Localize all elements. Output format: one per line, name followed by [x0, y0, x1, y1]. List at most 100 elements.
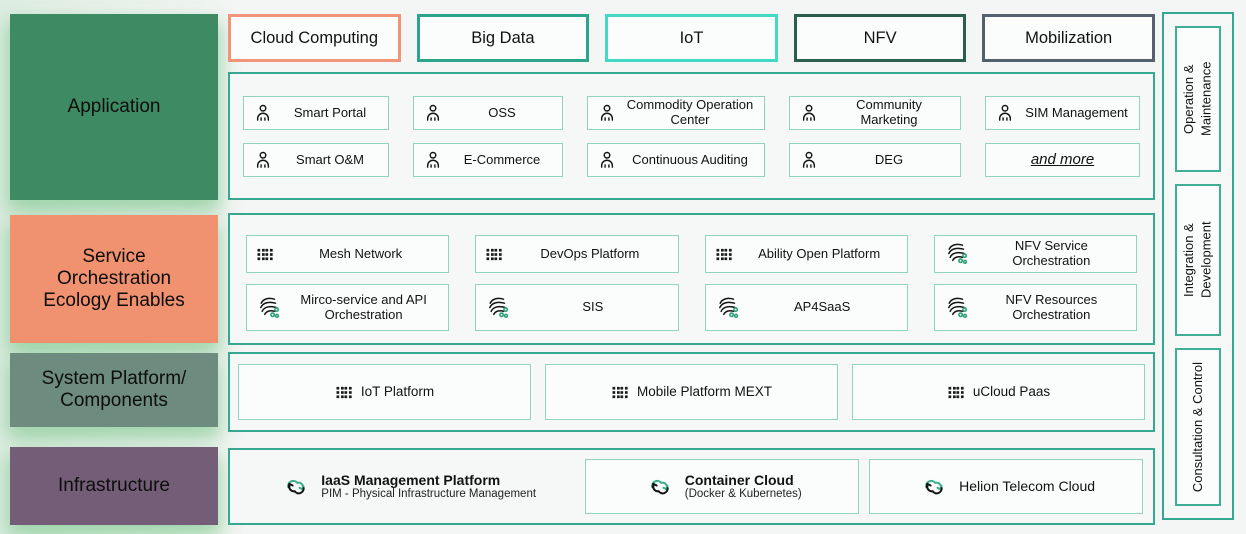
category-label: NFV	[863, 28, 897, 47]
person-icon	[597, 150, 617, 170]
app-item-continuous-auditing: Continuous Auditing	[587, 143, 765, 177]
layer-label-text: Application	[67, 96, 161, 117]
layer-label-system-platform: System Platform/ Components	[10, 353, 218, 427]
layer-label-infrastructure: Infrastructure	[10, 447, 218, 525]
grid-icon	[485, 247, 503, 262]
app-item-smart-portal: Smart Portal	[243, 96, 389, 130]
svc-item-nfv-service-orchestration: NFV Service Orchestration	[933, 235, 1137, 273]
swirl-icon	[715, 296, 739, 320]
inf-item-text: Helion Telecom Cloud	[959, 478, 1095, 494]
swirl-icon	[944, 242, 968, 266]
sys-item-label: Mobile Platform MEXT	[636, 384, 773, 400]
sys-item-iot-platform: IoT Platform	[238, 364, 531, 420]
sidebar-operation-maintenance: Operation & Maintenance	[1175, 26, 1221, 172]
app-item-sim-management: SIM Management	[985, 96, 1140, 130]
grid-icon	[611, 385, 629, 400]
app-item-commodity-operation-center: Commodity Operation Center	[587, 96, 765, 130]
category-label: IoT	[679, 28, 704, 47]
inf-item-text: Container Cloud (Docker & Kubernetes)	[685, 472, 802, 501]
person-icon	[253, 103, 273, 123]
service-orchestration-layer-box: Mesh Network DevOps Platform Ability Ope…	[228, 213, 1155, 345]
svc-item-label: DevOps Platform	[540, 245, 640, 261]
app-item-label: Smart O&M	[296, 151, 364, 167]
grid-icon	[715, 247, 733, 262]
grid-icon	[947, 385, 965, 400]
grid-icon	[335, 385, 353, 400]
sys-item-label: uCloud Paas	[972, 384, 1051, 400]
category-iot: IoT	[605, 14, 778, 62]
cloud-refresh-icon	[643, 473, 677, 500]
grid-icon	[256, 247, 274, 262]
svc-item-label: AP4SaaS	[793, 299, 851, 315]
person-icon	[253, 150, 273, 170]
cloud-refresh-icon	[279, 473, 313, 500]
app-item-smart-om: Smart O&M	[243, 143, 389, 177]
sidebar-integration-development: Integration & Development	[1175, 184, 1221, 336]
sys-item-ucloud-paas: uCloud Paas	[852, 364, 1145, 420]
inf-item-title: IaaS Management Platform	[321, 471, 501, 488]
app-item-label: SIM Management	[1025, 104, 1128, 120]
app-item-label: DEG	[874, 151, 904, 167]
app-item-e-commerce: E-Commerce	[413, 143, 563, 177]
app-item-label: Continuous Auditing	[632, 151, 748, 167]
sidebar-label: Consultation & Control	[1190, 361, 1206, 493]
swirl-icon	[256, 296, 280, 320]
layer-label-text: System Platform/ Components	[41, 368, 187, 411]
app-item-oss: OSS	[413, 96, 563, 130]
category-row: Cloud Computing Big Data IoT NFV Mobiliz…	[228, 14, 1155, 62]
category-big-data: Big Data	[416, 14, 590, 62]
sidebar-label: Operation & Maintenance	[1181, 61, 1214, 137]
application-layer-box: Smart Portal OSS Commodity Operation Cen…	[228, 72, 1155, 200]
right-sidebar: Operation & Maintenance Integration & De…	[1162, 12, 1234, 520]
app-item-label: and more	[1030, 151, 1095, 169]
system-platform-layer-box: IoT Platform Mobile Platform MEXT uCloud…	[228, 352, 1155, 432]
cloud-refresh-icon	[917, 473, 951, 500]
app-item-label: E-Commerce	[463, 151, 541, 167]
sys-item-label: IoT Platform	[360, 384, 435, 400]
category-label: Mobilization	[1025, 28, 1113, 47]
svc-item-label: NFV Resources Orchestration	[1005, 291, 1098, 322]
app-item-deg: DEG	[789, 143, 961, 177]
inf-item-title: Container Cloud	[684, 471, 794, 488]
svc-item-ap4saas: AP4SaaS	[704, 284, 908, 331]
category-mobilization: Mobilization	[982, 14, 1155, 62]
svc-item-label: Mirco-service and API Orchestration	[300, 291, 427, 322]
person-icon	[597, 103, 617, 123]
swirl-icon	[485, 296, 509, 320]
person-icon	[799, 103, 819, 123]
svc-item-sis: SIS	[475, 284, 679, 331]
sidebar-consultation-control: Consultation & Control	[1175, 348, 1221, 506]
layer-label-text: Infrastructure	[58, 475, 170, 496]
app-item-and-more: and more	[985, 143, 1140, 177]
app-item-community-marketing: Community Marketing	[789, 96, 961, 130]
svc-item-ability-open-platform: Ability Open Platform	[704, 235, 908, 273]
category-nfv: NFV	[793, 14, 967, 62]
category-label: Big Data	[471, 28, 535, 47]
sidebar-label: Integration & Development	[1181, 221, 1214, 299]
svc-item-label: NFV Service Orchestration	[1012, 238, 1091, 268]
person-icon	[995, 103, 1015, 123]
infrastructure-layer-box: IaaS Management Platform PIM - Physical …	[228, 448, 1155, 525]
category-cloud-computing: Cloud Computing	[228, 14, 401, 62]
svc-item-label: Ability Open Platform	[758, 245, 881, 261]
inf-item-subtitle: (Docker & Kubernetes)	[684, 487, 802, 500]
svc-item-mesh-network: Mesh Network	[246, 235, 450, 273]
app-item-label: Smart Portal	[293, 104, 367, 120]
layer-label-service-orchestration: Service Orchestration Ecology Enables	[10, 215, 218, 343]
svc-item-nfv-resources-orchestration: NFV Resources Orchestration	[933, 284, 1137, 331]
app-item-label: Community Marketing	[856, 97, 922, 127]
svc-item-label: Mesh Network	[319, 245, 403, 261]
sys-item-mobile-platform-mext: Mobile Platform MEXT	[545, 364, 838, 420]
layer-label-text: Service Orchestration Ecology Enables	[43, 246, 185, 311]
inf-item-iaas-management-platform: IaaS Management Platform PIM - Physical …	[240, 459, 575, 514]
layer-label-application: Application	[10, 14, 218, 200]
person-icon	[423, 103, 443, 123]
inf-item-container-cloud: Container Cloud (Docker & Kubernetes)	[585, 459, 860, 514]
person-icon	[799, 150, 819, 170]
app-item-label: Commodity Operation Center	[626, 97, 754, 127]
svc-item-label: SIS	[582, 299, 604, 315]
inf-item-helion-telecom-cloud: Helion Telecom Cloud	[869, 459, 1143, 514]
svc-item-micro-service-api-orchestration: Mirco-service and API Orchestration	[246, 284, 450, 331]
swirl-icon	[944, 296, 968, 320]
